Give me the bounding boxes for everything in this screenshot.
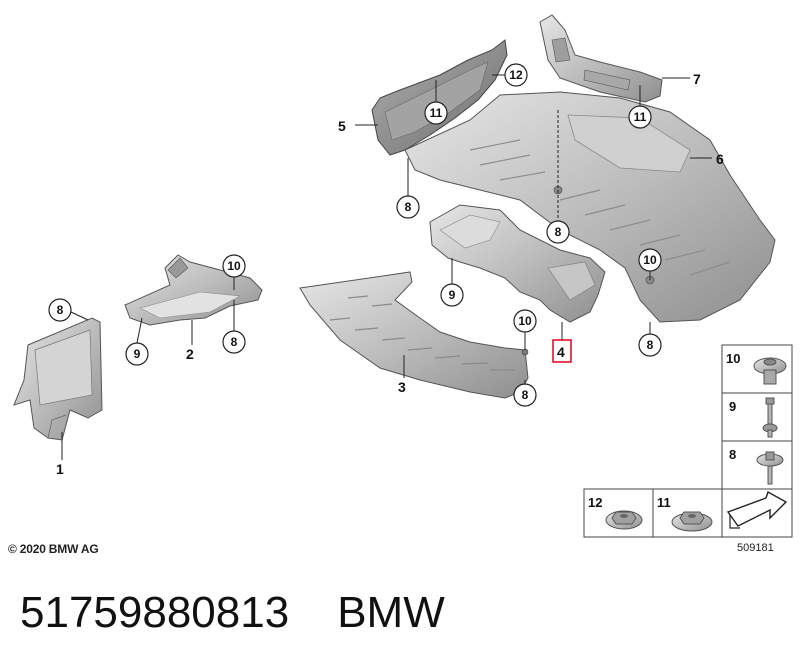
callout-8-right: 8 <box>638 322 662 357</box>
part-7-bracket <box>539 14 663 103</box>
brand-name: BMW <box>337 588 445 637</box>
part-6-panel <box>404 91 776 323</box>
callout-12-top: 12 <box>492 63 528 87</box>
callout-8-label-6: 8 <box>57 303 64 317</box>
part-label-3: 3 <box>398 379 406 395</box>
callout-8-part3: 8 <box>513 380 537 407</box>
part-label-4: 4 <box>557 344 565 360</box>
highlight-box <box>552 339 572 363</box>
footer-caption: 51759880813 BMW <box>20 588 445 638</box>
callout-10-part2: 10 <box>222 254 246 290</box>
callout-11-label-2: 11 <box>634 110 647 124</box>
legend-label-12: 12 <box>588 495 602 510</box>
callout-8-label-3: 8 <box>647 338 654 352</box>
flange-nut-icon <box>671 511 713 532</box>
legend-label-10: 10 <box>726 351 740 366</box>
legend-label-9: 9 <box>729 399 736 414</box>
callout-8-label-5: 8 <box>231 335 238 349</box>
exploded-parts-diagram: 1 2 3 4 5 <box>13 14 793 538</box>
callout-10-right: 10 <box>638 248 662 280</box>
callout-11-left: 11 <box>424 80 448 125</box>
callout-12-label: 12 <box>509 68 523 82</box>
callout-9-label: 9 <box>449 288 456 302</box>
fastener-legend: 10 9 8 12 11 <box>583 344 793 538</box>
callout-11-right: 11 <box>628 85 652 129</box>
screw-icon <box>762 397 778 438</box>
callout-8-label-2: 8 <box>555 225 562 239</box>
callout-8-center: 8 <box>546 110 570 244</box>
callout-8-left-rear: 8 <box>396 158 420 219</box>
callout-8-part1: 8 <box>48 298 89 322</box>
direction-arrow-icon <box>726 490 788 529</box>
callout-9-part2: 9 <box>125 317 149 366</box>
part-number: 51759880813 <box>20 588 290 637</box>
part-label-7: 7 <box>693 71 701 87</box>
callout-10-label: 10 <box>643 253 657 267</box>
callout-9-center: 9 <box>440 258 464 307</box>
callout-11-label: 11 <box>430 106 443 120</box>
callout-8-label: 8 <box>405 200 412 214</box>
callout-10-label-2: 10 <box>518 314 532 328</box>
callout-10-label-3: 10 <box>227 259 241 273</box>
callout-9-label-2: 9 <box>134 347 141 361</box>
callout-8-label-4: 8 <box>522 388 529 402</box>
part-label-6: 6 <box>716 151 724 167</box>
collar-screw-icon <box>756 451 784 485</box>
part-label-2: 2 <box>186 346 194 362</box>
copyright-notice: © 2020 BMW AG <box>8 542 99 556</box>
legend-label-11: 11 <box>657 495 671 510</box>
drawing-number: 509181 <box>737 542 774 554</box>
part-label-5: 5 <box>338 118 346 134</box>
part-label-1: 1 <box>56 461 64 477</box>
part-1-shield <box>13 317 103 441</box>
part-4-shield <box>429 204 606 323</box>
callout-10-center: 10 <box>513 309 537 350</box>
callout-8-part2: 8 <box>222 300 246 354</box>
part-3-panel <box>299 271 529 399</box>
legend-label-8: 8 <box>729 447 736 462</box>
hex-nut-icon <box>605 510 643 530</box>
plastic-nut-icon <box>753 357 787 385</box>
